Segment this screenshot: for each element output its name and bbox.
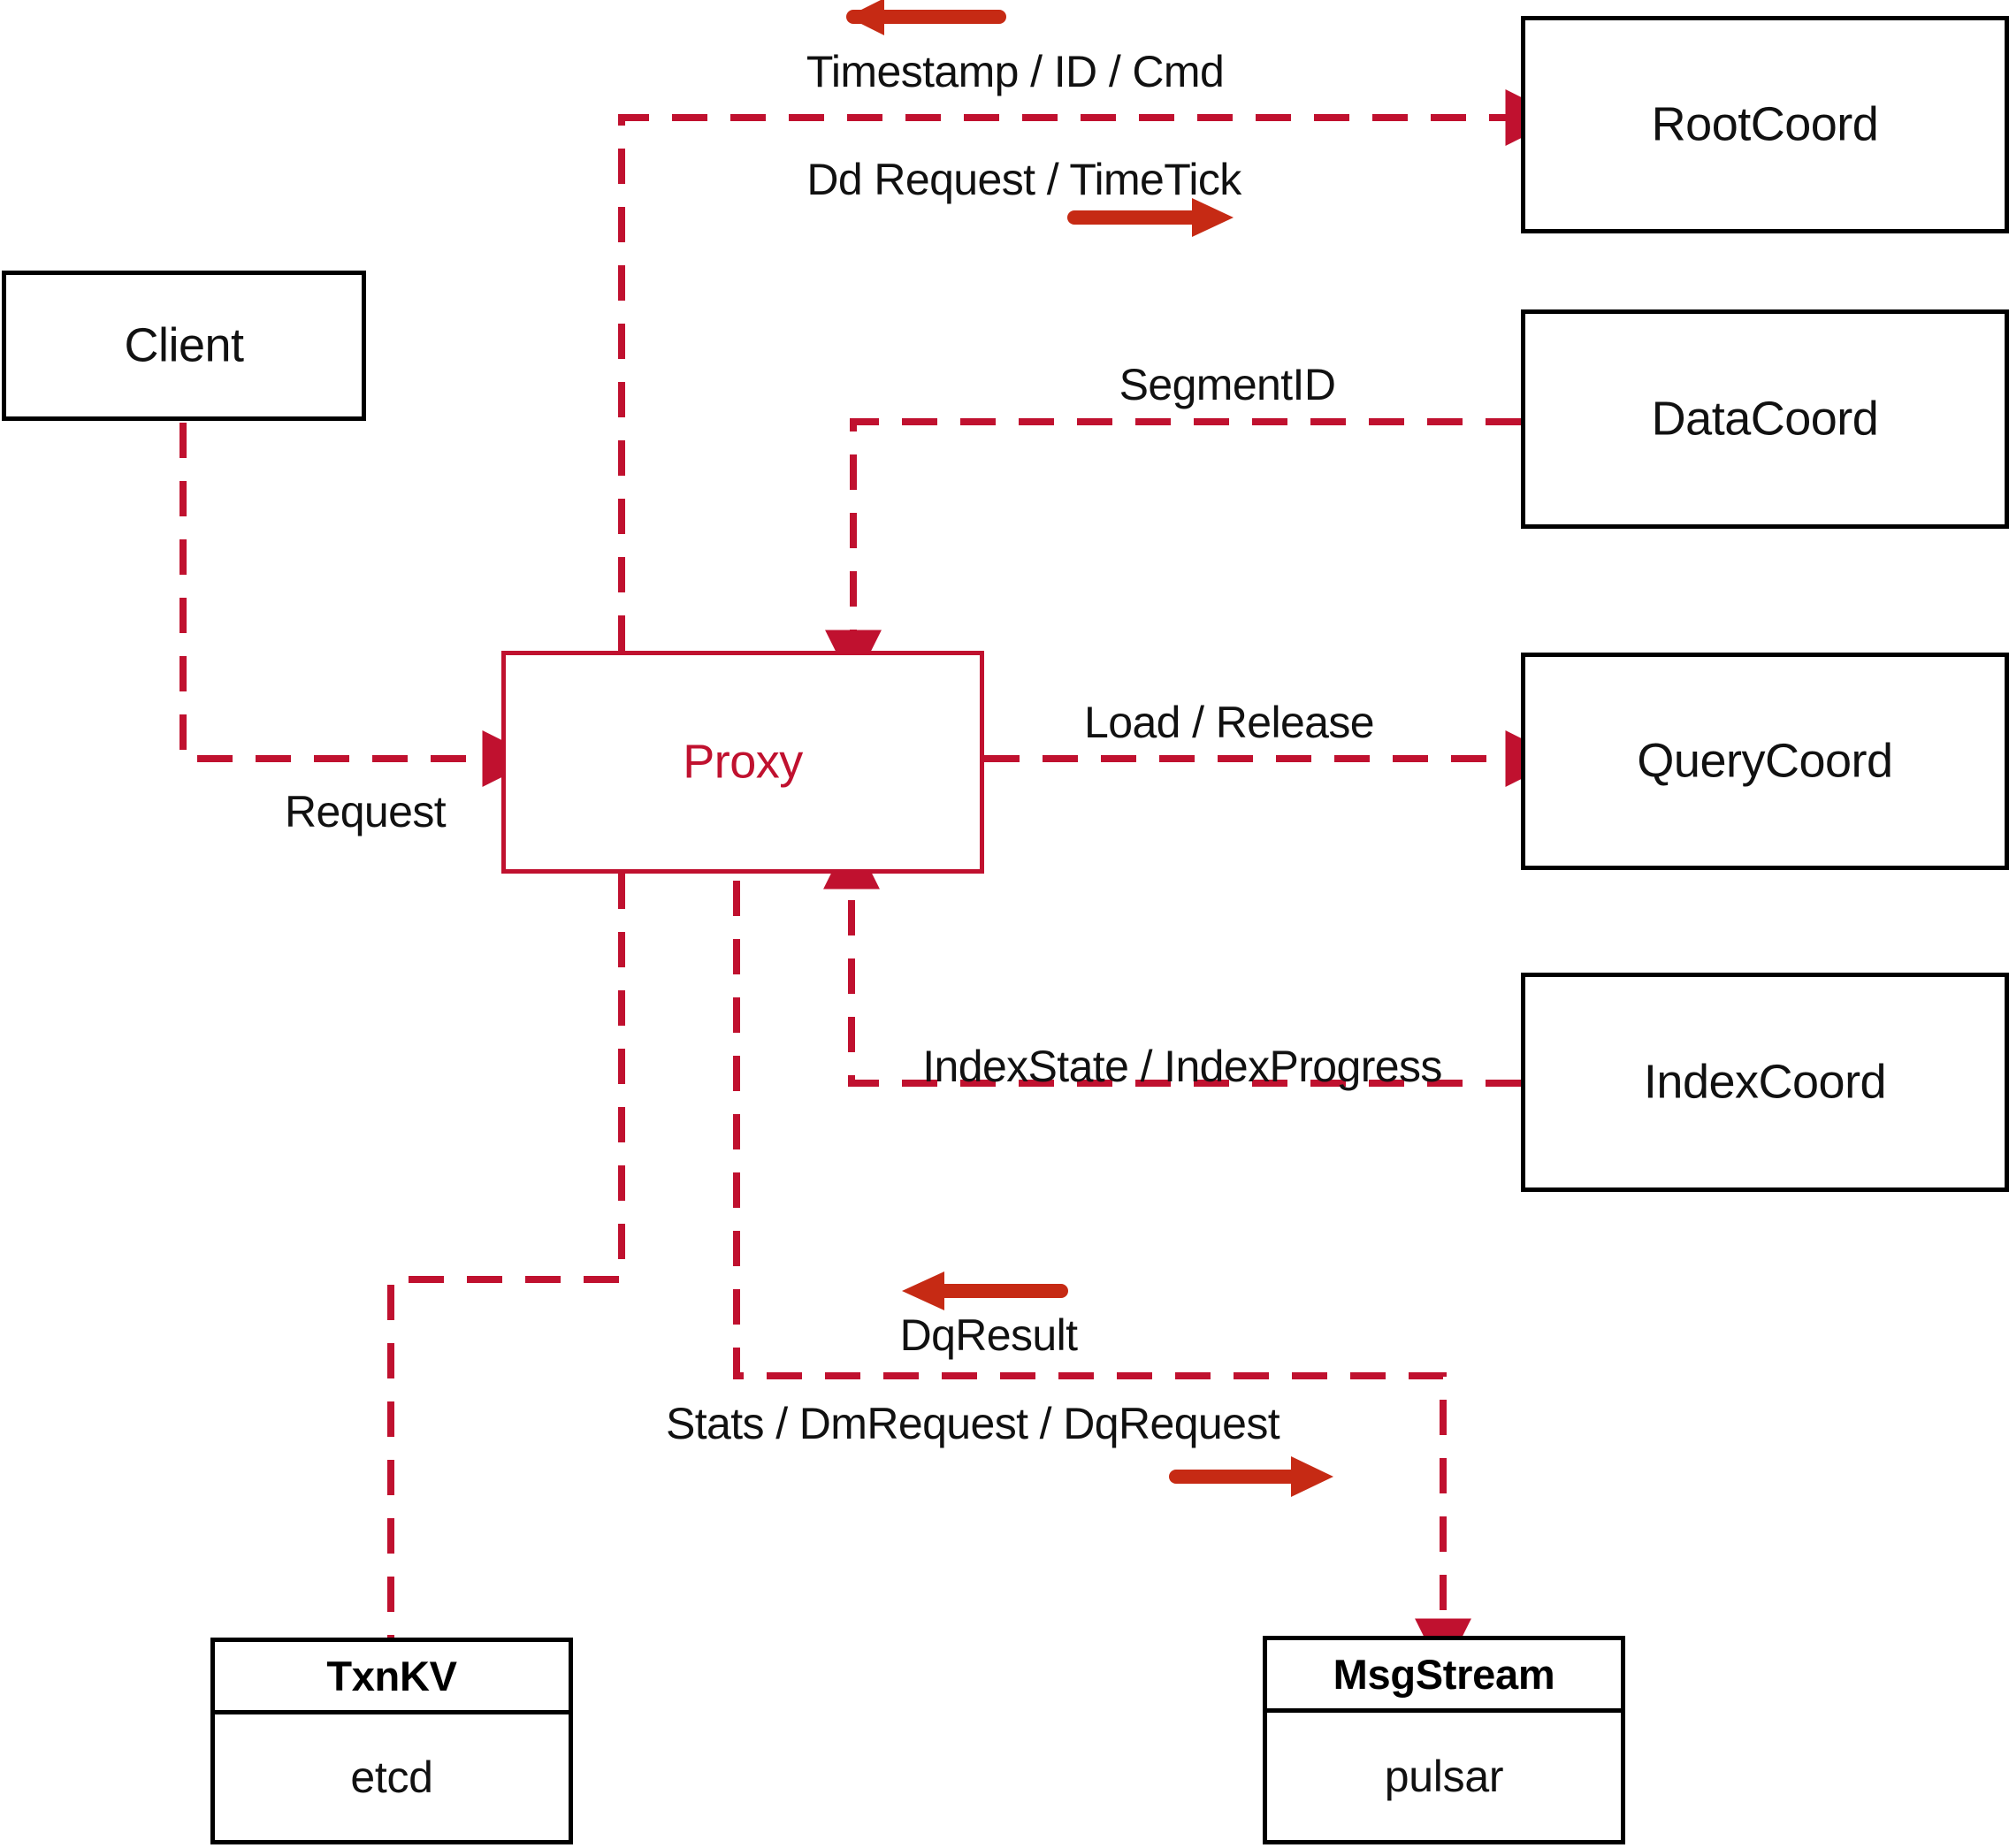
edge-label-segment-id: SegmentID bbox=[1119, 360, 1336, 409]
node-querycoord[interactable]: QueryCoord bbox=[1521, 653, 2009, 870]
node-indexcoord[interactable]: IndexCoord bbox=[1521, 973, 2009, 1192]
node-txnkv-title: TxnKV bbox=[215, 1642, 569, 1714]
node-client-label: Client bbox=[124, 318, 244, 372]
edge-label-request: Request bbox=[284, 787, 447, 836]
node-msgstream[interactable]: MsgStream pulsar bbox=[1263, 1636, 1625, 1844]
arrow-indicator-ddrequest bbox=[1067, 198, 1234, 237]
node-proxy[interactable]: Proxy bbox=[501, 651, 984, 874]
node-msgstream-title: MsgStream bbox=[1267, 1640, 1621, 1713]
node-datacoord[interactable]: DataCoord bbox=[1521, 309, 2009, 529]
edge-label-stats-dm-dq: Stats / DmRequest / DqRequest bbox=[665, 1399, 1280, 1448]
arrow-indicator-timestamp bbox=[846, 0, 1006, 35]
node-indexcoord-label: IndexCoord bbox=[1643, 1055, 1887, 1109]
node-datacoord-label: DataCoord bbox=[1651, 392, 1879, 446]
edge-label-timestamp-id-cmd: Timestamp / ID / Cmd bbox=[806, 47, 1225, 96]
edge-indexcoord-in bbox=[823, 832, 1521, 1087]
edge-txnkv bbox=[387, 874, 625, 1638]
edge-rootcoord-out bbox=[618, 89, 1562, 651]
node-rootcoord-label: RootCoord bbox=[1651, 97, 1879, 151]
node-querycoord-label: QueryCoord bbox=[1637, 734, 1893, 788]
node-txnkv[interactable]: TxnKV etcd bbox=[210, 1638, 573, 1844]
edge-label-load-release: Load / Release bbox=[1084, 698, 1375, 747]
edge-label-dq-result: DqResult bbox=[899, 1310, 1078, 1360]
edge-label-index-state-progress: IndexState / IndexProgress bbox=[922, 1042, 1442, 1091]
arrow-indicator-dqresult bbox=[902, 1271, 1068, 1310]
edge-label-dd-request-timetick: Dd Request / TimeTick bbox=[806, 155, 1241, 204]
edge-request bbox=[180, 423, 539, 787]
edge-msgstream-out bbox=[733, 881, 1471, 1676]
node-msgstream-impl: pulsar bbox=[1384, 1752, 1504, 1801]
node-rootcoord[interactable]: RootCoord bbox=[1521, 16, 2009, 233]
node-proxy-label: Proxy bbox=[683, 735, 803, 789]
arrow-indicator-dmrequest bbox=[1169, 1456, 1333, 1497]
node-client[interactable]: Client bbox=[2, 271, 366, 421]
edge-datacoord-in bbox=[825, 418, 1521, 687]
node-txnkv-impl: etcd bbox=[350, 1753, 433, 1802]
